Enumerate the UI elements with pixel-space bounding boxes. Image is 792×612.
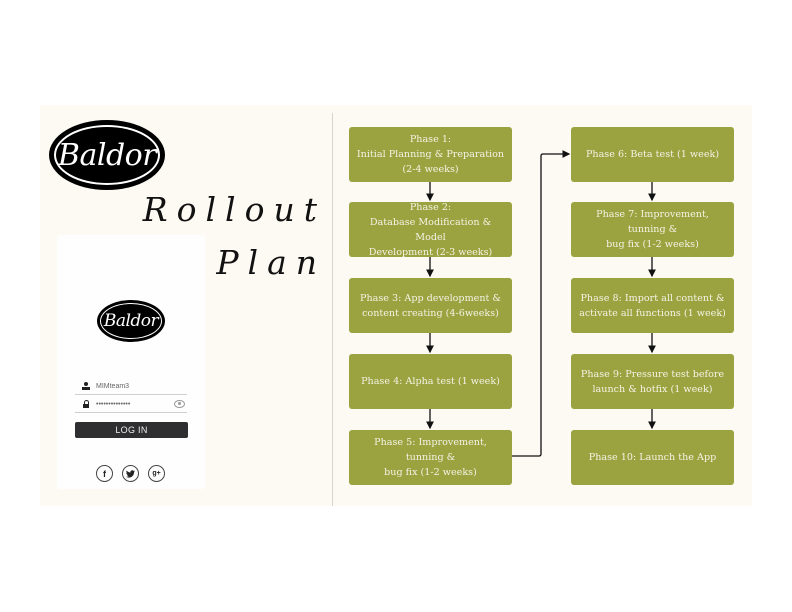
user-icon (82, 382, 90, 390)
username-input[interactable] (96, 382, 176, 390)
phase-5-box: Phase 5: Improvement, tunning & bug fix … (349, 430, 512, 485)
login-screen-mockup: Baldor LOG IN f g+ (57, 235, 205, 489)
logo-ring (54, 125, 160, 185)
password-field[interactable] (75, 396, 187, 413)
login-button[interactable]: LOG IN (75, 422, 188, 438)
username-field[interactable] (75, 378, 187, 395)
phase-9-box: Phase 9: Pressure test before launch & h… (571, 354, 734, 409)
phase-8-box: Phase 8: Import all content & activate a… (571, 278, 734, 333)
password-input[interactable] (96, 400, 176, 408)
title-plan: Plan (216, 243, 326, 282)
logo-ring (100, 303, 162, 339)
phase-4-box: Phase 4: Alpha test (1 week) (349, 354, 512, 409)
phase-7-box: Phase 7: Improvement, tunning & bug fix … (571, 202, 734, 257)
facebook-icon[interactable]: f (96, 465, 113, 482)
logo-text: Baldor (103, 311, 159, 331)
phase-6-box: Phase 6: Beta test (1 week) (571, 127, 734, 182)
show-password-icon[interactable] (174, 400, 185, 408)
phase-3-box: Phase 3: App development & content creat… (349, 278, 512, 333)
phase-1-box: Phase 1: Initial Planning & Preparation … (349, 127, 512, 182)
lock-icon (82, 400, 90, 408)
phase-2-box: Phase 2: Database Modification & Model D… (349, 202, 512, 258)
twitter-icon[interactable] (122, 465, 139, 482)
logo-text: Baldor (57, 137, 157, 173)
title-rollout: Rollout (142, 190, 326, 229)
app-logo: Baldor (97, 300, 165, 342)
twitter-bird-glyph (126, 469, 135, 478)
baldor-logo: Baldor (49, 120, 165, 190)
google-plus-icon[interactable]: g+ (148, 465, 165, 482)
column-divider (332, 113, 333, 506)
phase-10-box: Phase 10: Launch the App (571, 430, 734, 485)
